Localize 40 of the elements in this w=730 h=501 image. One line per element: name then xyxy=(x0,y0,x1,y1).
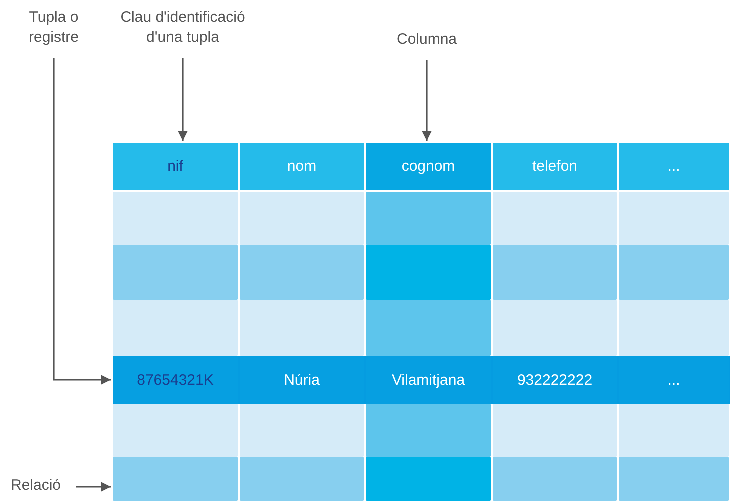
table-cell xyxy=(619,300,729,356)
header-cell: nom xyxy=(240,143,364,190)
header-cell: nif xyxy=(113,143,238,190)
header-cell: cognom xyxy=(366,143,491,190)
table-cell xyxy=(366,192,491,245)
header-cell: ... xyxy=(619,143,729,190)
header-cell: telefon xyxy=(493,143,617,190)
table-cell xyxy=(113,404,238,457)
table-cell xyxy=(493,245,617,300)
table-cell xyxy=(240,404,364,457)
arrow xyxy=(76,482,111,492)
arrow xyxy=(53,58,111,385)
table-cell xyxy=(113,245,238,300)
table-cell xyxy=(619,404,729,457)
table-cell xyxy=(366,245,491,300)
table-row xyxy=(113,356,730,404)
table-cell xyxy=(619,457,729,501)
table-cell xyxy=(366,404,491,457)
table-cell xyxy=(619,245,729,300)
table-cell xyxy=(113,300,238,356)
table-cell xyxy=(619,192,729,245)
arrow xyxy=(178,58,188,141)
annotation-label: Columna xyxy=(387,30,467,54)
table-cell xyxy=(366,300,491,356)
table-cell xyxy=(493,404,617,457)
table-cell xyxy=(493,300,617,356)
table-cell xyxy=(240,192,364,245)
table-cell xyxy=(240,245,364,300)
table-cell xyxy=(493,457,617,501)
annotation-label: Tupla o registre xyxy=(14,8,94,52)
relation-table xyxy=(113,143,730,501)
annotation-label: Clau d'identificació d'una tupla xyxy=(118,8,248,52)
table-cell xyxy=(240,300,364,356)
annotation-label: Relació xyxy=(4,476,68,498)
table-cell xyxy=(493,192,617,245)
table-cell xyxy=(113,457,238,501)
table-cell xyxy=(113,192,238,245)
table-cell xyxy=(366,457,491,501)
arrow xyxy=(422,60,432,141)
table-cell xyxy=(240,457,364,501)
